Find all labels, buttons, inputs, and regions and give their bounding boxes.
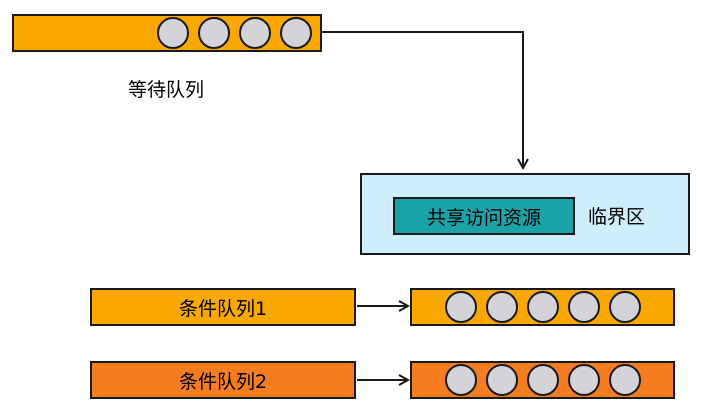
queue-item (485, 364, 518, 396)
wait-to-critical-arrow (320, 31, 523, 168)
queue-item (485, 291, 518, 323)
condition-queue-1-bar (410, 288, 675, 326)
queue-item (239, 17, 271, 49)
critical-section-box: 共享访问资源 临界区 (360, 173, 690, 255)
condition-queue-1-label-bar: 条件队列1 (90, 288, 356, 326)
queue-item (444, 291, 477, 323)
condition-queue-2-label-bar: 条件队列2 (90, 361, 356, 399)
queue-item (526, 291, 559, 323)
condition-queue-2-bar (410, 361, 675, 399)
queue-item (444, 364, 477, 396)
critical-section-label: 临界区 (588, 206, 646, 228)
shared-resource-box: 共享访问资源 (393, 197, 575, 235)
queue-item (280, 17, 312, 49)
queue-item (526, 364, 559, 396)
queue-item (198, 17, 230, 49)
wait-queue-bar (12, 14, 322, 52)
queue-item (567, 364, 600, 396)
queue-item (608, 364, 641, 396)
queue-item (608, 291, 641, 323)
queue-item (157, 17, 189, 49)
queue-item (567, 291, 600, 323)
wait-queue-label: 等待队列 (128, 79, 205, 101)
